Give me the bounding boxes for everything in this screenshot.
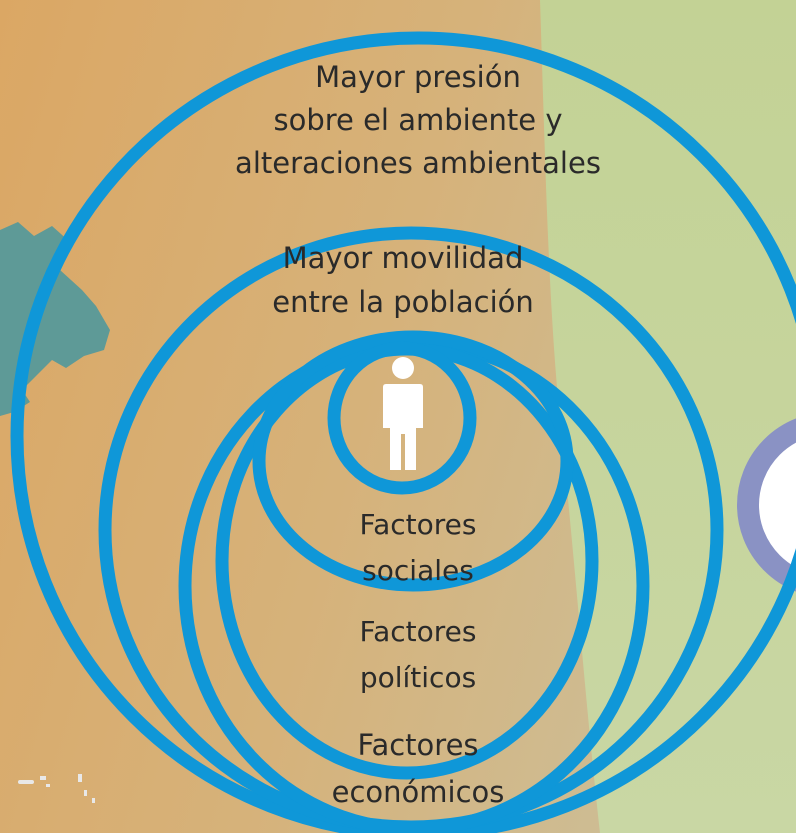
outer-label-line-1: Mayor presión: [315, 60, 521, 94]
mobility-label-line-1: Mayor movilidad: [282, 241, 524, 275]
ring-environment: [10, 31, 796, 833]
diagram-rings: [10, 31, 796, 833]
political-label-line-1: Factores: [359, 615, 477, 648]
economic-label-line-1: Factores: [357, 728, 479, 762]
outer-label-line-3: alteraciones ambientales: [235, 146, 601, 180]
side-circle: [737, 418, 796, 592]
ring-person: [327, 341, 477, 495]
ring-social: [252, 330, 574, 592]
social-label: Factores sociales: [318, 502, 518, 594]
outer-label: Mayor presión sobre el ambiente y altera…: [0, 56, 796, 185]
economic-label: Factores económicos: [318, 722, 518, 816]
social-label-line-2: sociales: [362, 554, 474, 587]
outer-label-line-2: sobre el ambiente y: [273, 103, 563, 137]
economic-label-line-2: económicos: [331, 775, 505, 809]
political-label-line-2: políticos: [359, 661, 477, 694]
person-icon: [383, 357, 423, 470]
mobility-label-line-2: entre la población: [272, 285, 534, 319]
map-islands: [18, 774, 95, 803]
social-label-line-1: Factores: [359, 508, 477, 541]
political-label: Factores políticos: [318, 609, 518, 701]
green-region: [540, 0, 796, 833]
mobility-label: Mayor movilidad entre la población: [0, 236, 796, 324]
